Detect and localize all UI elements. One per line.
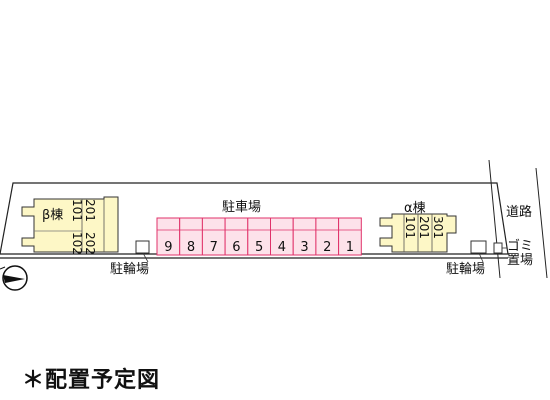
building-alpha: α棟 301 201 101 [379, 201, 457, 253]
parking-space-number: 7 [210, 240, 218, 255]
room-202: 202 [83, 232, 97, 255]
parking-space-number: 6 [232, 240, 240, 255]
room-101-alpha: 101 [403, 216, 417, 239]
room-102: 102 [70, 232, 84, 255]
parking-space-number: 2 [323, 240, 331, 255]
parking-lot-label: 駐車場 [222, 200, 261, 215]
bike-parking-left-pointer [142, 252, 149, 263]
parking-space-number: 4 [278, 240, 286, 255]
parking-space-number: 9 [164, 240, 172, 255]
road-label: 道路 [506, 204, 532, 220]
bike-parking-right-pointer [478, 252, 484, 263]
building-beta: β棟 202 201 102 101 [21, 196, 119, 255]
parking-space-1 [338, 217, 362, 256]
building-alpha-name: α棟 [404, 201, 426, 216]
room-101: 101 [70, 199, 84, 222]
bike-parking-right-box [470, 240, 487, 254]
room-301: 301 [431, 216, 445, 239]
bike-parking-left-box [135, 240, 150, 254]
garbage-area-label-line1: ゴミ [507, 238, 533, 254]
room-201: 201 [83, 199, 97, 222]
parking-space-number: 3 [300, 240, 308, 255]
garbage-area-box [493, 242, 503, 254]
garbage-area-label-line2: 置場 [507, 253, 533, 268]
parking-space-number: 5 [255, 240, 263, 255]
building-beta-outline [21, 196, 119, 253]
bike-parking-left-label: 駐輪場 [110, 261, 149, 277]
parking-space-number: 8 [187, 240, 195, 255]
parking-space-number: 1 [346, 240, 354, 255]
building-beta-name: β棟 [42, 208, 63, 223]
north-arrow-icon [0, 265, 28, 291]
road-edge-line [535, 167, 548, 279]
bike-parking-right-label: 駐輪場 [446, 261, 485, 277]
caption: ＊配置予定図 [22, 368, 161, 393]
room-201-alpha: 201 [417, 216, 431, 239]
